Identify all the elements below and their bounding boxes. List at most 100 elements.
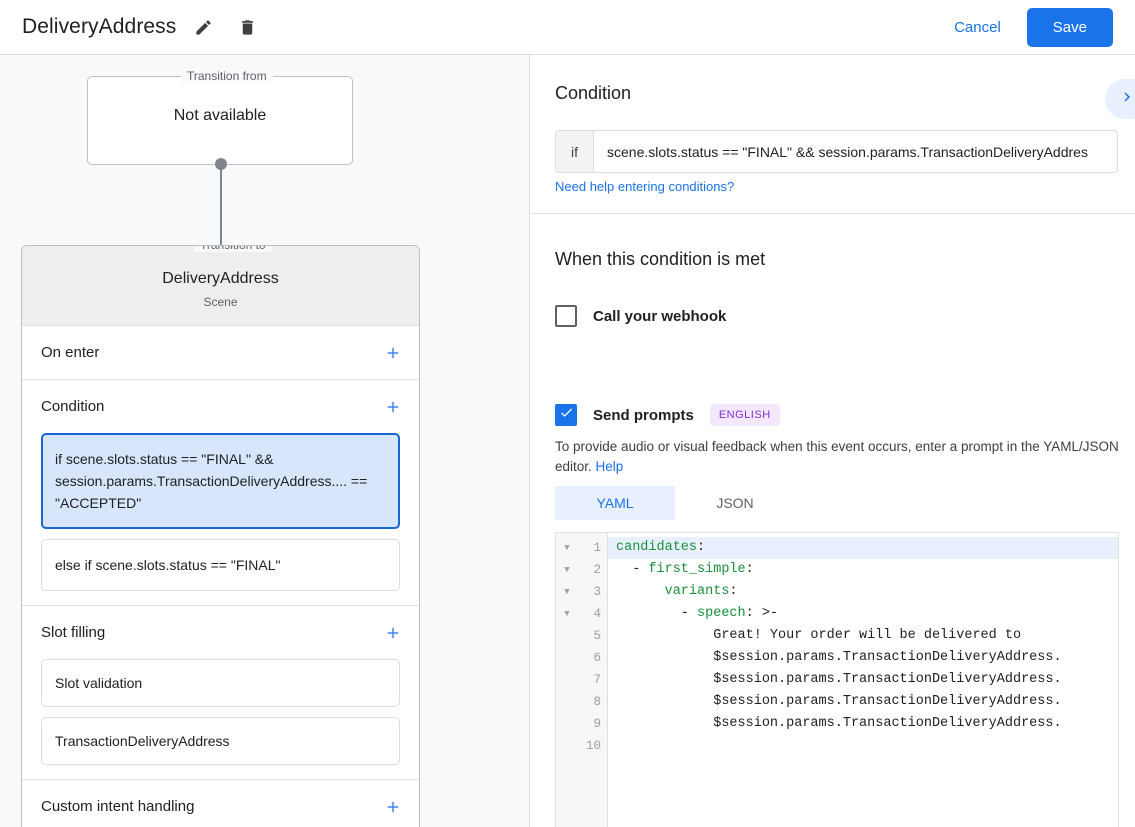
code-token-text: $session.params.TransactionDeliveryAddre…: [713, 672, 1062, 687]
yaml-code-editor[interactable]: ▼ ▼ ▼ ▼ 1 2 3 4 5 6 7 8 9 10 candidates: - first_sim…: [555, 532, 1119, 827]
section-title-slot-filling: Slot filling: [41, 624, 106, 641]
send-prompts-checkbox[interactable]: [555, 404, 577, 426]
condition-list-item[interactable]: else if scene.slots.status == "FINAL": [41, 539, 400, 591]
app-header: DeliveryAddress Cancel Save: [0, 0, 1135, 55]
section-header-custom-intent-handling[interactable]: Custom intent handling: [22, 780, 419, 827]
code-fold-empty: [556, 691, 578, 713]
detail-panel: Condition if Need help entering conditio…: [531, 55, 1135, 827]
code-line-number: 6: [593, 651, 601, 665]
condition-input[interactable]: [594, 131, 1117, 172]
code-line[interactable]: $session.params.TransactionDeliveryAddre…: [608, 713, 1118, 735]
code-fold-empty: [556, 647, 578, 669]
chevron-right-icon: [1118, 88, 1135, 111]
code-token-text: $session.params.TransactionDeliveryAddre…: [713, 716, 1062, 731]
code-indent: -: [616, 562, 649, 577]
call-your-webhook-checkbox[interactable]: [555, 305, 577, 327]
help-link[interactable]: Help: [595, 459, 624, 474]
code-line-number-gutter: 1 2 3 4 5 6 7 8 9 10: [578, 533, 608, 827]
when-condition-met-heading: When this condition is met: [555, 249, 766, 269]
code-indent: [616, 694, 713, 709]
code-line[interactable]: variants:: [608, 581, 1118, 603]
code-token-text: Great! Your order will be delivered to: [713, 628, 1022, 643]
delete-button[interactable]: [230, 10, 264, 44]
call-your-webhook-label: Call your webhook: [593, 307, 727, 325]
add-custom-intent-icon[interactable]: [381, 795, 405, 819]
section-header-condition[interactable]: Condition: [22, 380, 419, 433]
code-token-key: speech: [697, 606, 746, 621]
code-content-area[interactable]: candidates: - first_simple: variants: - …: [608, 533, 1118, 827]
condition-if-label: if: [556, 131, 594, 172]
add-slot-filling-icon[interactable]: [381, 621, 405, 645]
transition-from-legend: Transition from: [181, 69, 273, 83]
code-line-number: 4: [593, 607, 601, 621]
cancel-button[interactable]: Cancel: [940, 10, 1015, 45]
code-token-text: :: [729, 584, 738, 599]
code-line[interactable]: Great! Your order will be delivered to: [608, 625, 1118, 647]
code-fold-empty: [556, 713, 578, 735]
code-line-number: 10: [585, 739, 601, 753]
condition-list: if scene.slots.status == "FINAL" && sess…: [22, 433, 419, 605]
editor-format-tabs: YAML JSON: [555, 486, 795, 520]
code-line-number: 9: [593, 717, 601, 731]
add-on-enter-icon[interactable]: [381, 341, 405, 365]
code-line-number: 2: [593, 563, 601, 577]
section-header-on-enter[interactable]: On enter: [22, 326, 419, 379]
prompt-description: To provide audio or visual feedback when…: [555, 437, 1122, 477]
send-prompts-label: Send prompts: [593, 406, 694, 424]
code-line[interactable]: - speech: >-: [608, 603, 1118, 625]
code-indent: [616, 716, 713, 731]
code-token-key: first_simple: [648, 562, 746, 577]
code-fold-toggle[interactable]: ▼: [564, 609, 570, 619]
code-fold-empty: [556, 735, 578, 757]
code-token-key: candidates: [616, 540, 698, 555]
tab-yaml[interactable]: YAML: [555, 486, 675, 520]
save-button[interactable]: Save: [1026, 7, 1113, 47]
code-fold-empty: [556, 669, 578, 691]
code-line[interactable]: - first_simple:: [608, 559, 1118, 581]
prompt-description-text: To provide audio or visual feedback when…: [555, 439, 1119, 474]
code-fold-toggle[interactable]: ▼: [564, 587, 570, 597]
slot-list-item[interactable]: TransactionDeliveryAddress: [41, 717, 400, 765]
code-line[interactable]: $session.params.TransactionDeliveryAddre…: [608, 669, 1118, 691]
expand-panel-button[interactable]: [1105, 79, 1135, 119]
condition-list-item[interactable]: if scene.slots.status == "FINAL" && sess…: [41, 433, 400, 529]
code-indent: [616, 650, 713, 665]
scene-card: Transition to DeliveryAddress Scene On e…: [21, 245, 420, 827]
code-fold-toggle[interactable]: ▼: [564, 543, 570, 553]
code-token-text: :: [745, 562, 754, 577]
code-line[interactable]: [608, 735, 1118, 757]
add-condition-icon[interactable]: [381, 395, 405, 419]
when-condition-met-section: When this condition is met Call your web…: [531, 215, 1135, 827]
condition-section: Condition if Need help entering conditio…: [531, 55, 1135, 214]
code-token-key: variants: [664, 584, 730, 599]
tab-json[interactable]: JSON: [716, 495, 754, 511]
scene-type: Scene: [203, 295, 238, 309]
language-badge: ENGLISH: [709, 404, 780, 426]
code-indent: -: [616, 606, 698, 621]
page-title: DeliveryAddress: [22, 15, 177, 38]
section-custom-intent-handling: Custom intent handling: [22, 780, 419, 827]
section-condition: Condition if scene.slots.status == "FINA…: [22, 380, 419, 606]
code-indent: [616, 584, 665, 599]
code-line[interactable]: candidates:: [608, 537, 1118, 559]
code-line-number: 5: [593, 629, 601, 643]
section-header-slot-filling[interactable]: Slot filling: [22, 606, 419, 659]
code-token-text: : >-: [745, 606, 779, 621]
code-fold-empty: [556, 625, 578, 647]
code-line[interactable]: $session.params.TransactionDeliveryAddre…: [608, 647, 1118, 669]
condition-help-link[interactable]: Need help entering conditions?: [555, 179, 735, 194]
slot-list-item[interactable]: Slot validation: [41, 659, 400, 707]
code-fold-toggle[interactable]: ▼: [564, 565, 570, 575]
code-line-number: 8: [593, 695, 601, 709]
webhook-row: Call your webhook: [555, 305, 726, 327]
transition-to-legend: Transition to: [194, 246, 272, 252]
code-line-number: 7: [593, 673, 601, 687]
code-line-number: 1: [593, 541, 601, 555]
section-slot-filling: Slot filling Slot validation Transaction…: [22, 606, 419, 780]
condition-input-row[interactable]: if: [555, 130, 1118, 173]
edit-title-button[interactable]: [186, 10, 220, 44]
code-line[interactable]: $session.params.TransactionDeliveryAddre…: [608, 691, 1118, 713]
code-indent: [616, 628, 713, 643]
code-token-text: $session.params.TransactionDeliveryAddre…: [713, 650, 1062, 665]
code-line-number: 3: [593, 585, 601, 599]
